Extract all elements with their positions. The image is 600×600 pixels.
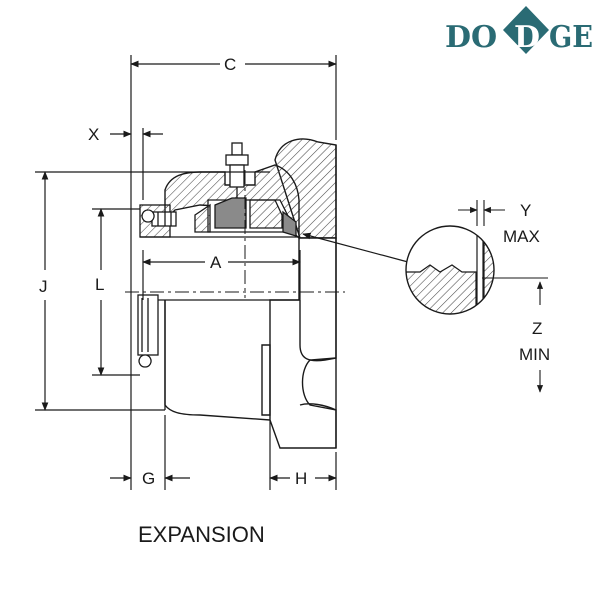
logo-diamond: [503, 6, 549, 54]
dim-note-z: MIN: [519, 345, 550, 364]
logo-text-right: GE: [549, 20, 593, 55]
dodge-logo: DO D GE: [445, 6, 593, 55]
bearing-insert: [194, 197, 297, 237]
logo-text-diamond: D: [514, 20, 540, 55]
dim-label-j: J: [39, 277, 48, 296]
shaft: [137, 236, 300, 410]
dim-label-g: G: [142, 469, 155, 488]
drawing-caption: EXPANSION: [138, 522, 265, 547]
grease-fitting: [225, 142, 249, 205]
dim-label-h: H: [295, 469, 307, 488]
center-lines: [125, 170, 345, 298]
dim-label-z: Z: [532, 319, 542, 338]
dim-label-y: Y: [520, 201, 531, 220]
dimension-lines: [35, 55, 409, 490]
housing: [164, 138, 337, 449]
dim-label-x: X: [88, 125, 99, 144]
locking-collar: [139, 204, 177, 238]
dim-label-c: C: [224, 55, 236, 74]
dim-label-l: L: [95, 275, 104, 294]
dim-label-a: A: [210, 253, 222, 272]
dim-note-y: MAX: [503, 227, 540, 246]
logo-text-left: DO: [445, 20, 497, 55]
